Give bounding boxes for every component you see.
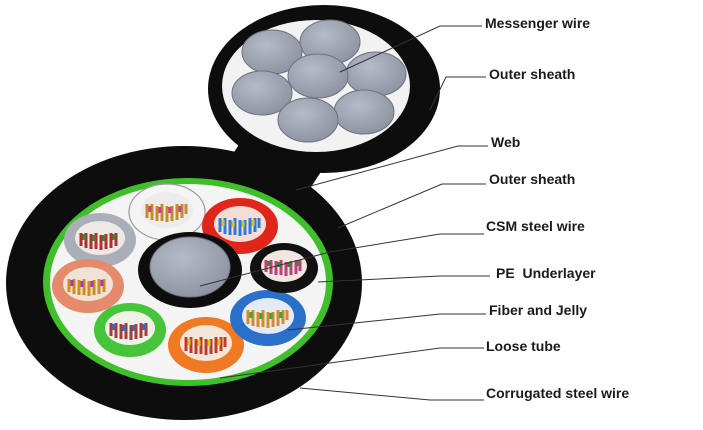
label-outer-sheath-top: Outer sheath (489, 66, 575, 82)
loose-tube-grey (64, 213, 136, 267)
label-fiber-and-jelly: Fiber and Jelly (489, 302, 587, 318)
loose-tube-black (250, 243, 318, 293)
leader-outer-sheath-top (429, 76, 486, 111)
fiber-strands (218, 218, 261, 236)
label-messenger-wire: Messenger wire (485, 15, 590, 31)
label-outer-sheath: Outer sheath (489, 171, 575, 187)
messenger-section (208, 5, 440, 173)
label-web: Web (491, 134, 520, 150)
label-loose-tube: Loose tube (486, 338, 561, 354)
leader-outer-sheath (337, 183, 486, 229)
fiber-strands-2 (82, 234, 116, 241)
csm-steel-wire (149, 236, 231, 298)
leader-corrugated-steel-wire (299, 387, 484, 401)
leader-messenger-wire (339, 25, 482, 73)
fiber-strands-2 (148, 206, 182, 213)
fiber-strands (184, 337, 227, 355)
fiber-strands (109, 323, 148, 340)
main-cable (6, 146, 362, 420)
messenger-wire-strand (287, 53, 349, 99)
messenger-wire-strand (277, 97, 339, 143)
leader-lines (199, 25, 490, 401)
label-corrugated-steel-wire: Corrugated steel wire (486, 385, 629, 401)
fiber-strands-2 (267, 261, 300, 267)
messenger-wires (231, 19, 407, 143)
loose-tube-orange (168, 317, 244, 373)
fiber-strands (79, 233, 118, 250)
fiber-strands-2 (187, 339, 221, 346)
messenger-wire-strand (333, 89, 395, 135)
loose-tube-white (128, 183, 206, 241)
messenger-wire-strand (231, 70, 293, 116)
messenger-wire-strand (345, 51, 407, 97)
leader-web (295, 145, 488, 191)
loose-tube-blue (230, 290, 306, 346)
leader-pe-underlayer (317, 275, 490, 283)
fiber-strands (246, 310, 289, 328)
leader-loose-tube (219, 347, 484, 379)
label-csm-steel-wire: CSM steel wire (486, 218, 585, 234)
leader-fiber-and-jelly (287, 313, 486, 331)
label-pe-underlayer: PE Underlayer (496, 265, 596, 281)
fiber-strands (145, 204, 188, 222)
fiber-strands-2 (221, 220, 255, 227)
fiber-strands-2 (70, 280, 104, 287)
labels: Messenger wire Outer sheath Web Outer sh… (485, 15, 629, 401)
fiber-strands-2 (112, 324, 146, 331)
fiber-strands-2 (249, 312, 283, 319)
leader-csm-steel-wire (199, 233, 484, 287)
loose-tube-green (94, 303, 166, 357)
fiber-strands (67, 279, 106, 296)
loose-tube-salmon (52, 259, 124, 313)
